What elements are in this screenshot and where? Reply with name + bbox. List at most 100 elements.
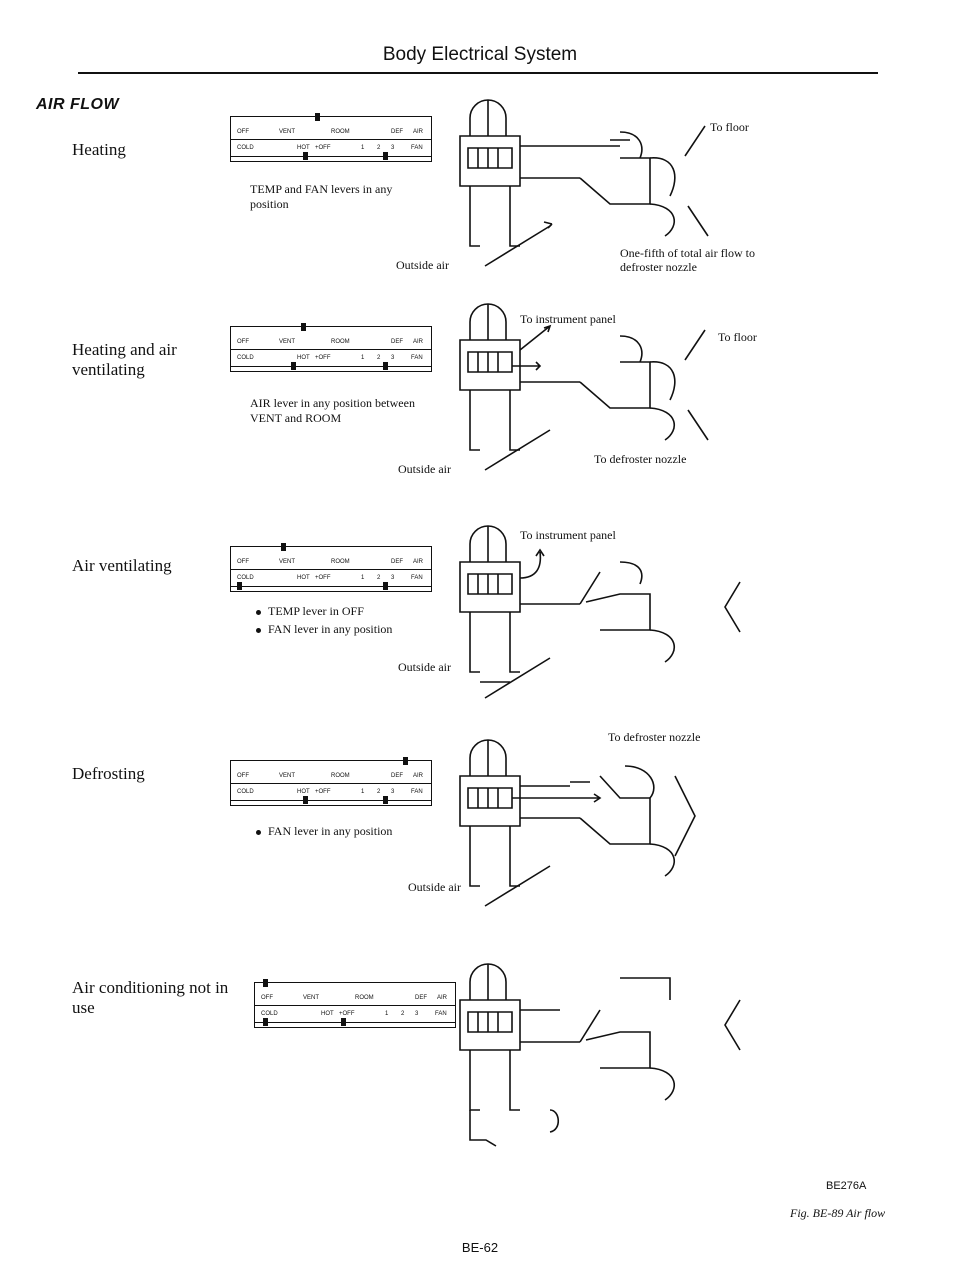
temp-lever-knob [303,796,308,804]
panel-label-room: ROOM [331,339,350,345]
panel-label-off: OFF [237,339,249,345]
temp-lever-knob [303,152,308,160]
mode-label-heating: Heating [72,140,126,159]
panel-top-rule [231,783,431,784]
page-number: BE-62 [461,1240,499,1255]
panel-label-vent: VENT [279,339,296,345]
diagram-heating [440,96,760,296]
section-title: AIR FLOW [36,96,120,113]
panel-label-hot: HOT [321,1011,334,1017]
panel-label-1: 1 [361,145,365,151]
panel-bottom-rule [231,156,431,157]
panel-label-def: DEF [391,773,403,779]
panel-label-fan: FAN [411,145,423,151]
panel-label-2: 2 [377,575,381,581]
panel-label-hot: HOT [297,355,310,361]
figure-reference-code: BE276A [826,1180,867,1192]
panel-label-vent: VENT [279,559,296,565]
temp-lever-knob [291,362,296,370]
panel-label-off: OFF [237,773,249,779]
mode-note: FAN lever in any position [268,622,393,636]
diagram-text-one-fifth: One-fifth of total air flow to defroster… [620,246,755,274]
diagram-text-to-floor: To floor [710,120,749,134]
panel-label-cold: COLD [237,575,254,581]
diagram-text-outside-air: Outside air [398,462,451,476]
bullet-dot [256,610,261,615]
panel-label-3: 3 [391,355,395,361]
panel-label-3: 3 [391,145,395,151]
figure-caption: Fig. BE-89 Air flow [790,1206,886,1220]
control-panel-heating-and-air-ventilating: OFF VENT ROOM DEF AIR COLD HOT +OFF 1 2 … [230,323,432,372]
panel-label-off: OFF [261,995,273,1001]
panel-label-air: AIR [413,339,424,345]
panel-label-hot: HOT [297,145,310,151]
panel-label-room: ROOM [331,773,350,779]
panel-label-plus-off: +OFF [315,145,331,151]
mode-note: TEMP lever in OFF [268,604,364,618]
mode-note: TEMP and FAN levers in any position [250,182,393,211]
diagram-text-to-instrument-panel: To instrument panel [520,312,616,326]
page-header-title: Body Electrical System [382,44,578,65]
panel-label-fan: FAN [435,1011,447,1017]
diagram-text-outside-air: Outside air [408,880,461,894]
diagram-air-ventilating [440,522,760,722]
panel-label-plus-off: +OFF [315,355,331,361]
panel-label-air: AIR [413,129,424,135]
diagram-heating-and-air-ventilating [440,300,760,500]
panel-label-def: DEF [391,339,403,345]
panel-label-cold: COLD [237,355,254,361]
mode-label-air-ventilating: Air ventilating [72,556,172,575]
panel-label-2: 2 [401,1011,405,1017]
panel-label-hot: HOT [297,575,310,581]
air-lever-knob [403,757,408,765]
diagram-text-to-defroster-nozzle: To defroster nozzle [594,452,687,466]
panel-label-1: 1 [385,1011,389,1017]
panel-label-hot: HOT [297,789,310,795]
panel-label-room: ROOM [331,129,350,135]
panel-label-fan: FAN [411,789,423,795]
panel-label-vent: VENT [279,129,296,135]
panel-top-rule [231,569,431,570]
panel-label-fan: FAN [411,355,423,361]
panel-bottom-rule [231,800,431,801]
panel-label-fan: FAN [411,575,423,581]
fan-lever-knob [383,796,388,804]
diagram-text-outside-air: Outside air [396,258,449,272]
panel-label-off: OFF [237,129,249,135]
panel-label-air: AIR [413,773,424,779]
panel-label-cold: COLD [237,145,254,151]
panel-label-plus-off: +OFF [339,1011,355,1017]
fan-lever-knob [341,1018,346,1026]
temp-lever-knob [237,582,242,590]
fan-lever-knob [383,582,388,590]
control-panel-air-conditioning-not-in-use: OFF VENT ROOM DEF AIR COLD HOT +OFF 1 2 … [254,979,456,1028]
mode-label-heating-and-air-ventilating: Heating and air ventilating [72,340,177,379]
panel-label-3: 3 [391,575,395,581]
mode-note: FAN lever in any position [268,824,393,838]
control-panel-defrosting: OFF VENT ROOM DEF AIR COLD HOT +OFF 1 2 … [230,757,432,806]
panel-label-room: ROOM [331,559,350,565]
temp-lever-knob [263,1018,268,1026]
panel-label-off: OFF [237,559,249,565]
panel-label-room: ROOM [355,995,374,1001]
mode-note: AIR lever in any position between VENT a… [250,396,415,425]
panel-label-cold: COLD [261,1011,278,1017]
panel-bottom-rule [255,1022,455,1023]
panel-label-plus-off: +OFF [315,789,331,795]
air-lever-knob [315,113,320,121]
fan-lever-knob [383,152,388,160]
panel-top-rule [231,349,431,350]
panel-label-2: 2 [377,789,381,795]
air-lever-knob [281,543,286,551]
control-panel-heating: OFF VENT ROOM DEF AIR COLD HOT +OFF 1 2 … [230,113,432,162]
panel-label-def: DEF [415,995,427,1001]
panel-bottom-rule [231,586,431,587]
panel-top-rule [255,1005,455,1006]
panel-label-3: 3 [415,1011,419,1017]
air-lever-knob [263,979,268,987]
diagram-air-conditioning-not-in-use [440,960,760,1160]
diagram-defrosting [440,736,760,936]
panel-label-vent: VENT [303,995,320,1001]
panel-bottom-rule [231,366,431,367]
panel-label-air: AIR [437,995,448,1001]
